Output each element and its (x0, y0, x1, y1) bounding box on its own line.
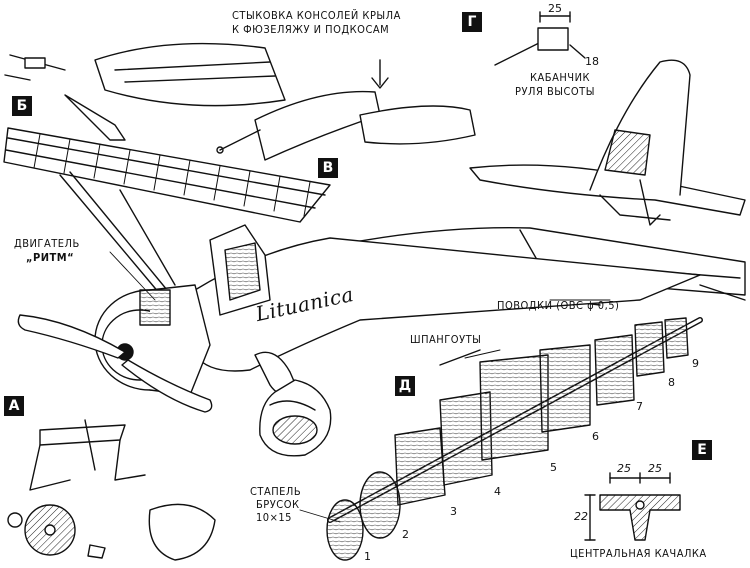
title-line-2: К ФЮЗЕЛЯЖУ И ПОДКОСАМ (232, 23, 390, 36)
inset-d-formers (326, 317, 703, 561)
frame-number-8: 8 (668, 376, 675, 389)
wing-struts (59, 171, 176, 301)
frames-label: ШПАНГОУТЫ (410, 333, 482, 346)
title-line-1: СТЫКОВКА КОНСОЛЕЙ КРЫЛА (232, 9, 401, 22)
frame-number-5: 5 (550, 461, 557, 474)
frame-number-1: 1 (364, 550, 371, 563)
badge-d: Д (395, 376, 415, 396)
crank-left-dim: 25 (617, 462, 631, 475)
badge-a: А (4, 396, 24, 416)
inset-e-bellcrank (584, 472, 681, 541)
frame-number-4: 4 (494, 485, 501, 498)
engine-label-line-2: „РИТМ“ (26, 251, 75, 264)
crank-right-dim: 25 (648, 462, 662, 475)
slipway-label-line-1: СТАПЕЛЬ (250, 485, 302, 498)
horn-part-dim: 18 (585, 55, 599, 68)
inset-v-wing-consoles (94, 42, 476, 161)
badge-e: Е (692, 440, 712, 460)
badge-v: В (318, 158, 338, 178)
engine-label-line-1: ДВИГАТЕЛЬ (14, 237, 80, 250)
horn-label-line-1: КАБАНЧИК (530, 71, 591, 84)
inset-g-elevator-horn (494, 11, 586, 66)
frame-number-6: 6 (592, 430, 599, 443)
badge-g: Г (462, 12, 482, 32)
landing-wheel (259, 379, 332, 457)
leads-label: ПОВОДКИ (ОВС ϕ 0,5) (497, 299, 620, 312)
frame-number-7: 7 (636, 400, 643, 413)
badge-b: Б (12, 96, 32, 116)
slipway-label-line-2: БРУСОК (256, 498, 300, 511)
frame-number-2: 2 (402, 528, 409, 541)
bellcrank-label: ЦЕНТРАЛЬНАЯ КАЧАЛКА (570, 547, 707, 560)
inset-a-bracket (7, 419, 216, 561)
horn-label-line-2: РУЛЯ ВЫСОТЫ (515, 85, 595, 98)
leader-lines (109, 251, 611, 523)
crank-height-dim: 22 (574, 510, 588, 523)
tail-section (469, 59, 746, 226)
propeller (17, 314, 213, 413)
horn-width-dim: 25 (548, 2, 562, 15)
frame-number-9: 9 (692, 357, 699, 370)
slipway-label-line-3: 10×15 (256, 511, 292, 524)
frame-number-3: 3 (450, 505, 457, 518)
inset-b-parts (4, 54, 126, 141)
wing-lattice (3, 127, 331, 223)
